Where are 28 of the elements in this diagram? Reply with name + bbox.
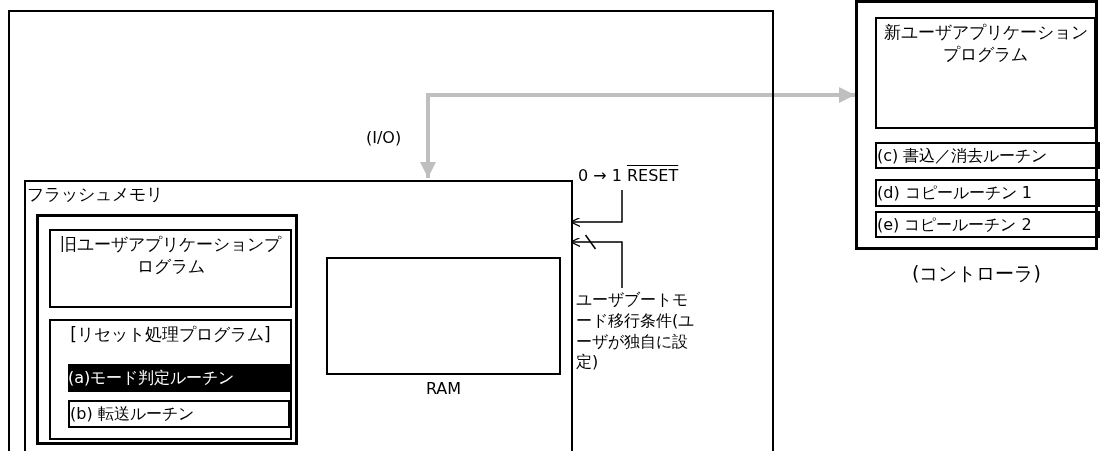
routine-label: (a)モード判定ルーチン xyxy=(68,367,236,389)
signal-name: RESET xyxy=(626,166,679,186)
routine-box xyxy=(68,364,290,392)
controller-label: (コントローラ) xyxy=(911,261,1042,286)
routine-label: (c) 書込／消去ルーチン xyxy=(877,145,1049,167)
arrow xyxy=(570,236,623,289)
program-label: 新ユーザアプリケーションプログラム xyxy=(882,21,1089,67)
chip-box xyxy=(24,180,573,451)
arrow xyxy=(570,189,623,228)
routine-box xyxy=(875,142,1100,169)
routine-label: (e) コピールーチン 2 xyxy=(877,214,1033,236)
program-label: [リセット処理プログラム] xyxy=(69,324,272,346)
routine-label: (d) コピールーチン 1 xyxy=(877,182,1033,204)
program-box xyxy=(875,17,1096,129)
routine-box xyxy=(68,400,290,428)
condition-text: ユーザブートモード移行条件(ユーザが独自に設定) xyxy=(576,290,696,374)
routine-label: (b) 転送ルーチン xyxy=(70,403,195,425)
program-box xyxy=(49,319,292,440)
board-frame xyxy=(8,10,774,451)
program-box xyxy=(49,229,292,308)
signal-level: 0 → 1 xyxy=(578,166,622,186)
ram-label: RAM xyxy=(424,379,463,398)
routine-box xyxy=(875,211,1100,238)
edge-label: (I/O) xyxy=(366,128,402,147)
routine-box xyxy=(875,179,1100,207)
io-arrow xyxy=(420,87,855,178)
program-label: 旧ユーザアプリケーションプログラム xyxy=(59,233,283,279)
memory-label: フラッシュメモリ xyxy=(27,184,163,206)
